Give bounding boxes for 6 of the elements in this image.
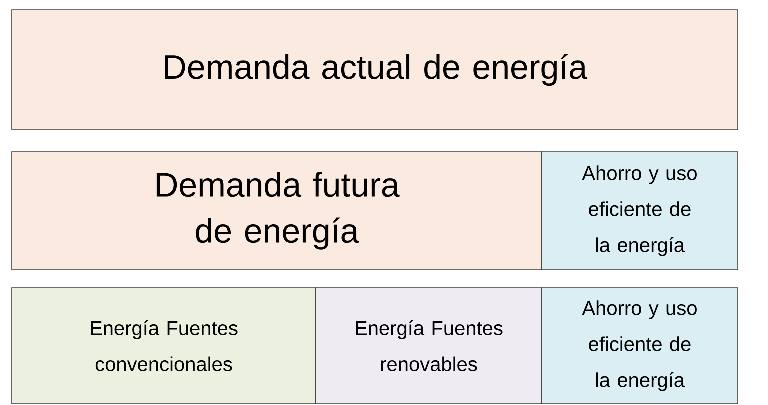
heading-box: Demanda actual de energía bbox=[12, 10, 738, 130]
text-box: Energía Fuentes convencionales bbox=[12, 288, 316, 404]
text-box: Demanda futura de energía bbox=[12, 152, 542, 270]
text-box: Ahorro y uso eficiente de la energía bbox=[542, 152, 738, 270]
text-box: Ahorro y uso eficiente de la energía bbox=[542, 288, 738, 404]
text-box: Energía Fuentes renovables bbox=[316, 288, 542, 404]
